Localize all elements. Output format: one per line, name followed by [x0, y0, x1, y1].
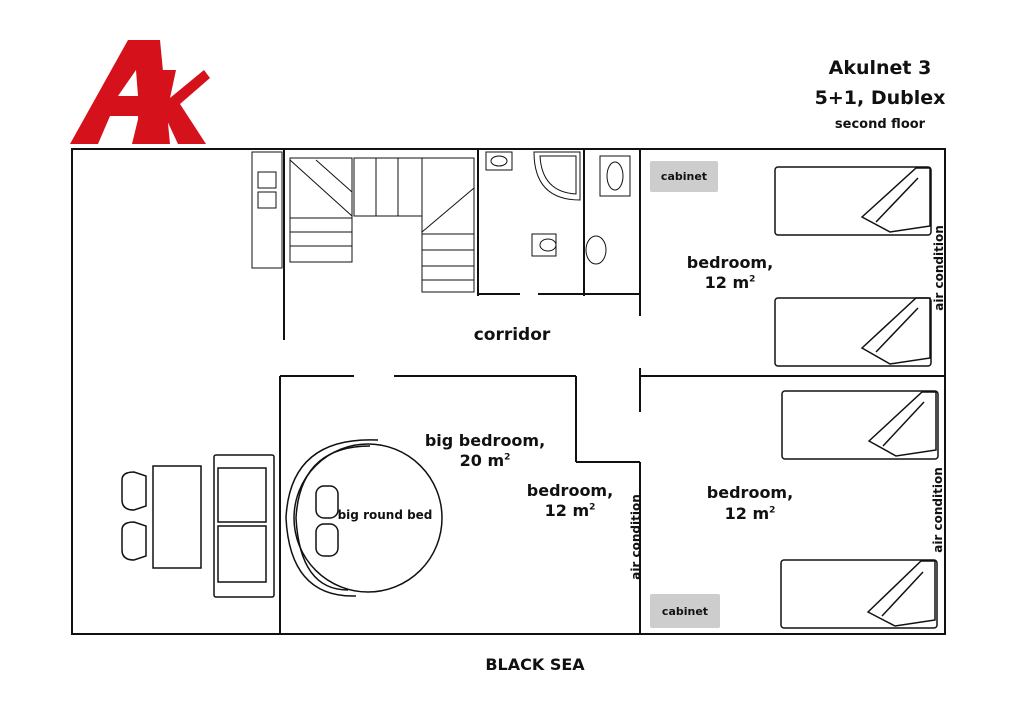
bedroom-top-right-name: bedroom,	[686, 253, 774, 272]
living-furniture	[121, 454, 275, 598]
round-bed-label: big round bed	[337, 508, 433, 522]
black-sea-label: BLACK SEA	[485, 655, 585, 674]
cabinet-top: cabinet	[650, 161, 718, 192]
bedroom-middle-name: bedroom,	[526, 481, 614, 500]
bedroom-middle-area: 12 m2	[544, 501, 596, 520]
bedroom-bottom-right-area: 12 m2	[724, 504, 776, 523]
corridor-label: corridor	[473, 325, 551, 345]
building-title: Akulnet 3	[828, 57, 932, 79]
big-bedroom-name: big bedroom,	[424, 431, 546, 450]
ak-logo	[70, 40, 210, 144]
cabinet-bottom: cabinet	[650, 594, 720, 628]
round-bed	[285, 439, 443, 597]
air-condition-middle: air condition	[629, 494, 643, 580]
air-condition-top-right: air condition	[932, 225, 946, 311]
logo-letter-k	[132, 70, 210, 144]
single-beds	[774, 166, 939, 629]
apartment-type: 5+1, Dublex	[814, 87, 946, 109]
floor-label: second floor	[834, 117, 926, 132]
bedroom-top-right-area: 12 m2	[704, 273, 756, 292]
big-bedroom-area: 20 m2	[459, 451, 511, 470]
bathroom-fixtures	[485, 151, 631, 265]
staircase	[251, 151, 475, 293]
air-condition-bottom-right: air condition	[931, 467, 945, 553]
walls	[71, 148, 946, 635]
bedroom-bottom-right-name: bedroom,	[706, 483, 794, 502]
